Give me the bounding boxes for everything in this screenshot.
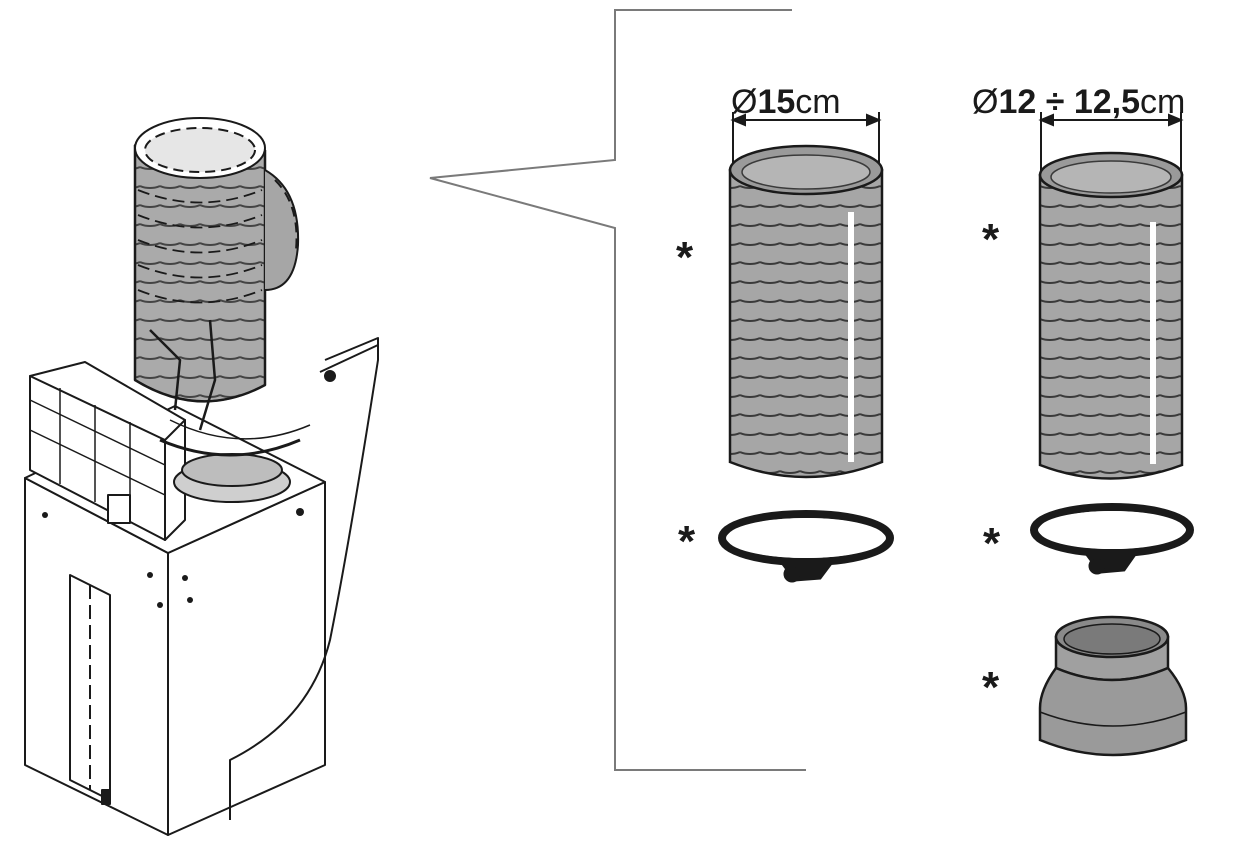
optional-marker-adapter: * (982, 663, 1000, 712)
flexible-duct-150: Ø15cm (728, 83, 884, 479)
diameter-label-150: Ø15cm (731, 83, 841, 121)
optional-marker-duct-150: * (676, 233, 694, 282)
duct-highlight (1150, 222, 1156, 464)
hood-flexible-duct (133, 117, 300, 431)
mounting-holes (42, 508, 304, 608)
optional-marker-duct-120: * (982, 215, 1000, 264)
flexible-duct-120: Ø12 ÷ 12,5cm (972, 83, 1185, 480)
cooker-hood-assembly (24, 117, 379, 836)
blower-ring (159, 419, 311, 503)
diameter-label-120: Ø12 ÷ 12,5cm (972, 83, 1185, 121)
hose-clamp-120 (1030, 503, 1194, 575)
callout-bracket (429, 9, 806, 771)
duct-highlight (848, 212, 854, 462)
hose-clamp-150 (718, 510, 894, 583)
optional-marker-clamp-120: * (983, 519, 1001, 568)
reduction-adapter (1038, 615, 1188, 757)
optional-marker-clamp-150: * (678, 517, 696, 566)
dimension-line-150 (730, 112, 882, 175)
